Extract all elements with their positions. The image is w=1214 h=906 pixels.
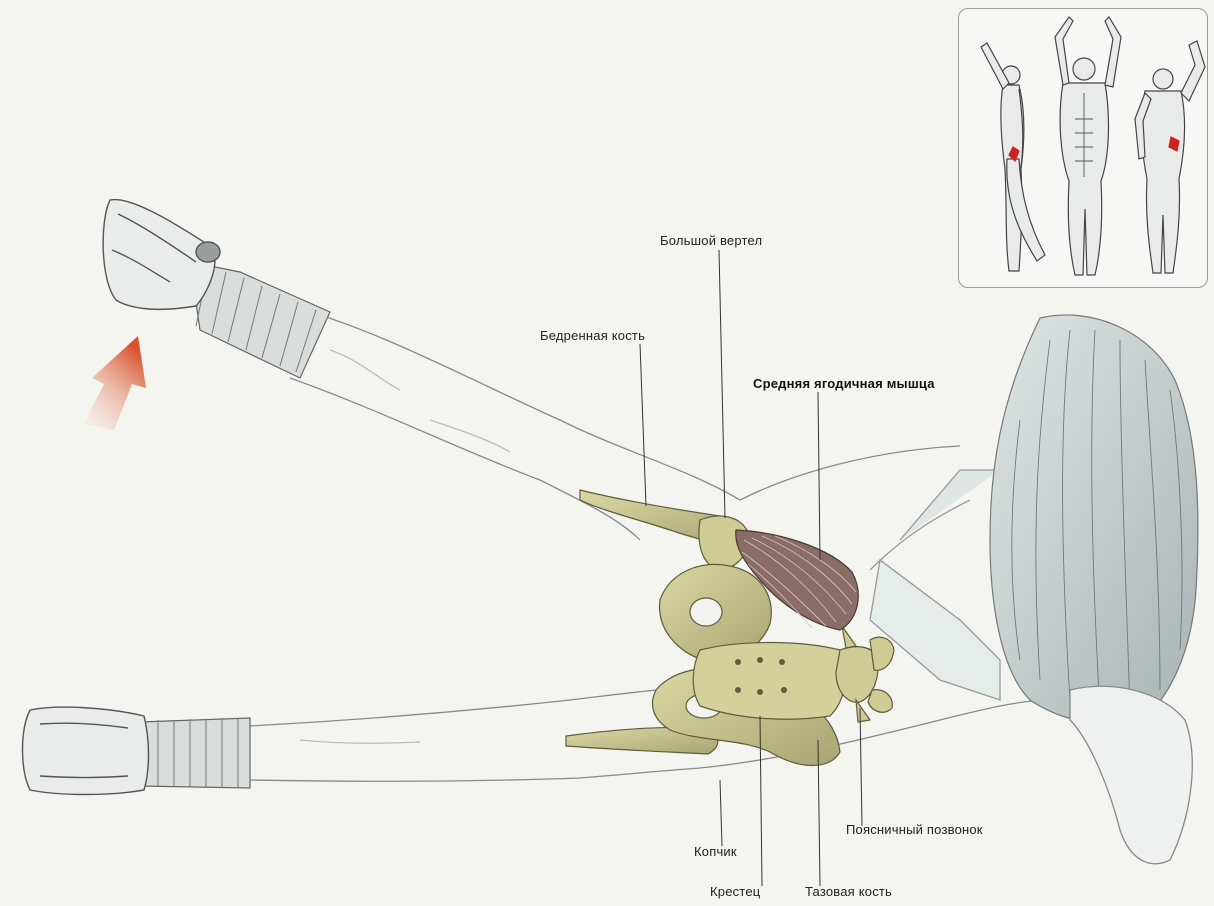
- sneaker-top: [103, 200, 220, 310]
- label-lumbar-vertebra: Поясничный позвонок: [846, 822, 983, 837]
- figure-front-middle: [1055, 17, 1121, 275]
- label-greater-trochanter: Большой вертел: [660, 233, 762, 248]
- pelvis-skeleton: [566, 490, 894, 766]
- supporting-arm: [1070, 686, 1192, 864]
- up-arrow-icon: [84, 336, 146, 430]
- ankle-weight-bottom: [140, 718, 250, 788]
- label-coccyx: Копчик: [694, 844, 737, 859]
- label-pelvic-bone: Тазовая кость: [805, 884, 892, 899]
- hair: [990, 315, 1198, 724]
- label-femur: Бедренная кость: [540, 328, 645, 343]
- figure-side-left: [981, 43, 1045, 271]
- label-gluteus-medius: Средняя ягодичная мышца: [753, 376, 935, 391]
- label-sacrum: Крестец: [710, 884, 760, 899]
- muscle-figures: [959, 9, 1208, 288]
- sneaker-bottom: [23, 707, 149, 794]
- figure-back-right: [1135, 41, 1205, 273]
- muscle-overview-inset: [958, 8, 1208, 288]
- raised-leg: [290, 306, 740, 540]
